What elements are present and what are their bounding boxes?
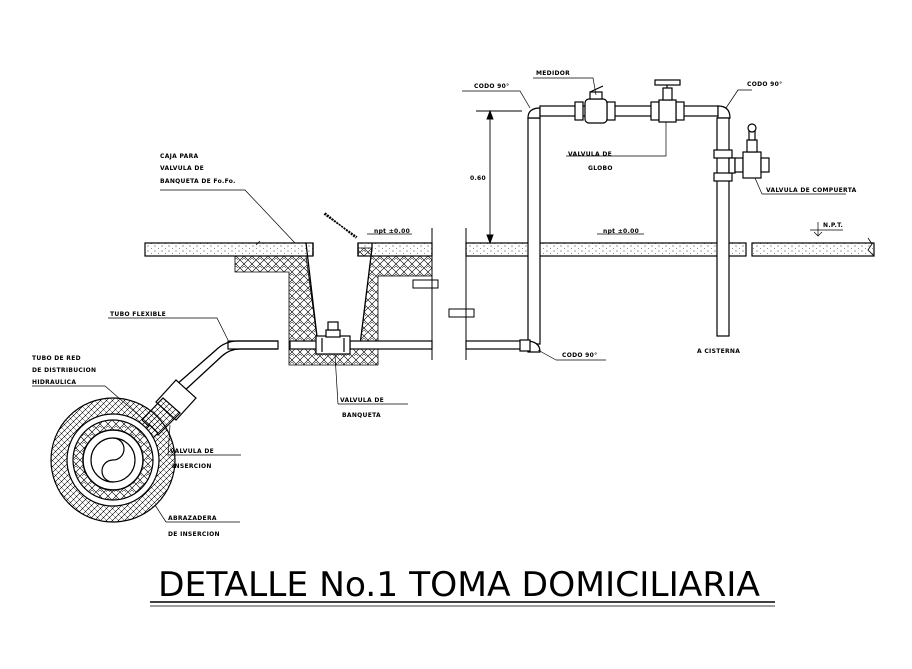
label-valvula-insercion-1: VALVULA DE: [170, 448, 214, 455]
label-valvula-compuerta: VALVULA DE COMPUERTA: [766, 187, 857, 194]
label-medidor: MEDIDOR: [536, 70, 570, 77]
label-valvula-globo-1: VALVULA DE: [568, 151, 612, 158]
sidewalk-slab: [144, 242, 875, 257]
label-tubo-red-1: TUBO DE RED: [32, 355, 81, 362]
label-tubo-red-2: DE DISTRIBUCION: [32, 367, 96, 374]
slab-break-mark: [867, 237, 875, 257]
label-abrazadera-1: ABRAZADERA: [168, 515, 217, 522]
label-codo-bottom: CODO 90°: [562, 352, 597, 359]
label-caja-para-2: VALVULA DE: [160, 165, 204, 172]
label-caja-para-3: BANQUETA DE Fo.Fo.: [160, 178, 236, 185]
label-height-dimension: 0.60: [470, 175, 486, 182]
label-valvula-banqueta-2: BANQUETA: [342, 412, 381, 419]
box-lid: [323, 212, 358, 239]
riser-left: [519, 117, 541, 353]
gate-valve: [734, 123, 770, 179]
label-tubo-flexible: TUBO FLEXIBLE: [110, 311, 166, 318]
label-abrazadera-2: DE INSERCION: [168, 531, 220, 538]
label-npt-far: N.P.T.: [823, 222, 843, 229]
label-tubo-red-3: HIDRAULICA: [32, 379, 76, 386]
banqueta-valve: [315, 321, 351, 355]
label-a-cisterna: A CISTERNA: [697, 348, 740, 355]
label-caja-para-1: CAJA PARA: [160, 153, 199, 160]
label-valvula-insercion-2: INSERCION: [172, 463, 212, 470]
title-underline: [150, 601, 775, 607]
supply-pipe: [227, 340, 527, 350]
distribution-main: [50, 397, 176, 523]
flexible-hose: [175, 340, 278, 394]
top-pipe: [527, 79, 731, 124]
label-valvula-globo-2: GLOBO: [588, 165, 613, 172]
break-symbols: [412, 228, 475, 360]
annotations: CAJA PARA VALVULA DE BANQUETA DE Fo.Fo. …: [32, 70, 857, 538]
label-npt-right: npt ±0.00: [603, 228, 639, 235]
label-npt-left: npt ±0.00: [374, 228, 410, 235]
riser-right: [713, 117, 736, 337]
height-dimension: [476, 109, 522, 245]
label-valvula-banqueta-1: VALVULA DE: [340, 397, 384, 404]
label-codo-top-right: CODO 90°: [747, 81, 782, 88]
detail-title: DETALLE No.1 TOMA DOMICILIARIA: [158, 565, 760, 605]
leader-lines: [32, 77, 846, 523]
label-codo-top-left: CODO 90°: [474, 83, 509, 90]
